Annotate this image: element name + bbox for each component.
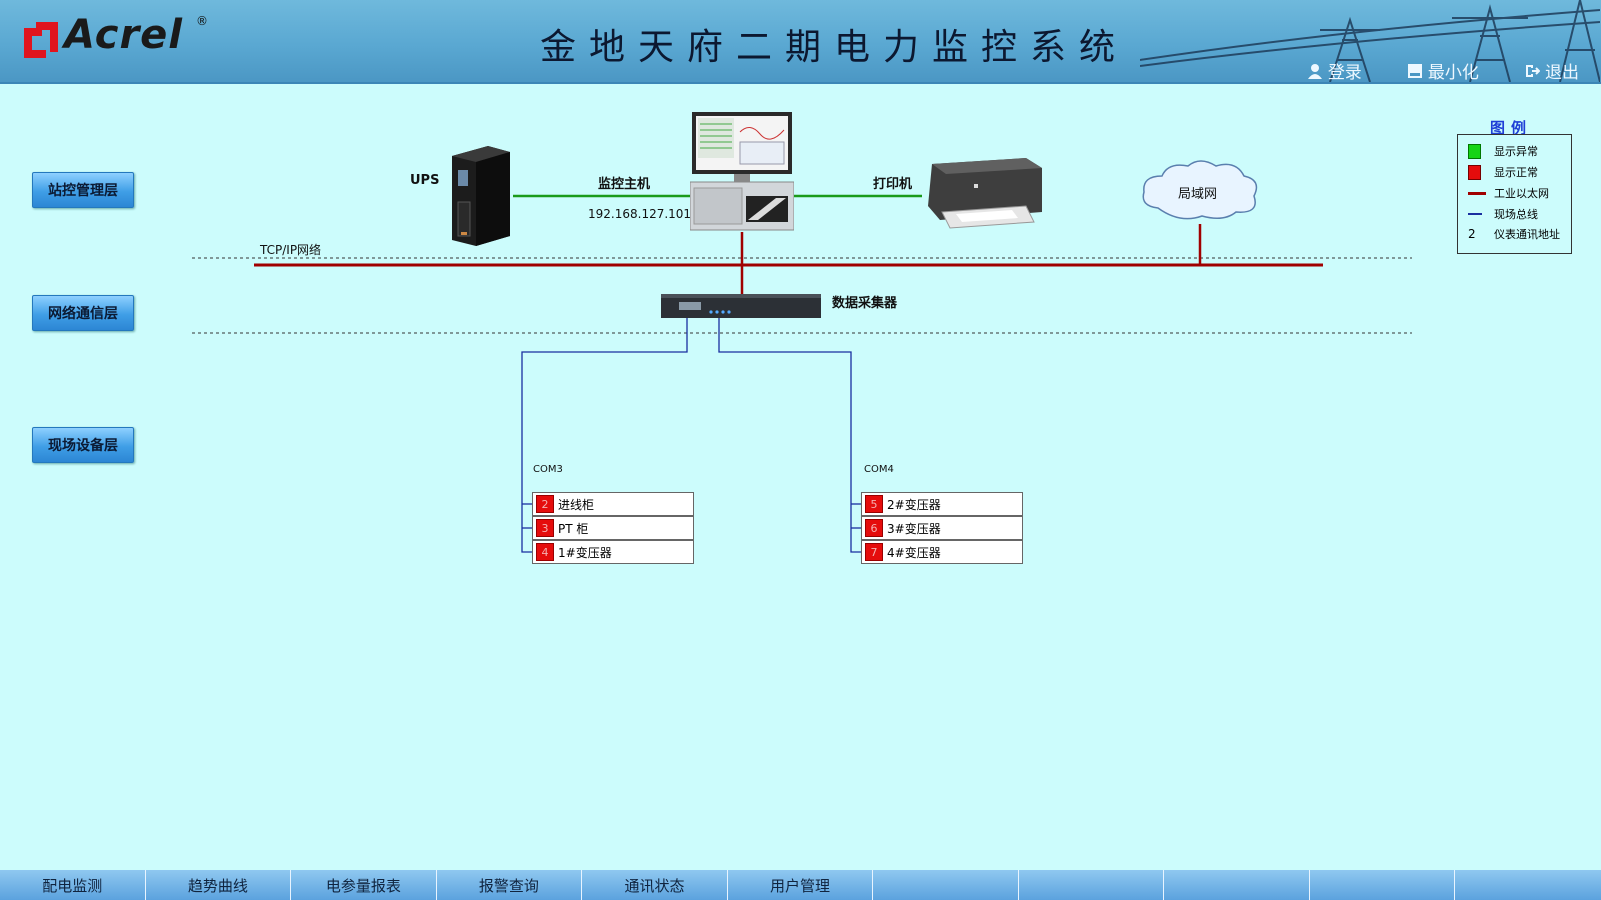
lan-cloud-icon[interactable]	[1136, 158, 1264, 224]
exit-icon	[1526, 64, 1540, 77]
layer-label: 现场设备层	[48, 438, 118, 454]
legend-label: 工业以太网	[1494, 187, 1549, 200]
printer-icon[interactable]	[922, 156, 1046, 232]
layer-network-comm-button[interactable]: 网络通信层	[32, 295, 134, 331]
device-row[interactable]: 7 4#变压器	[861, 540, 1023, 564]
com4-label: COM4	[864, 464, 894, 475]
tab-trend-curve[interactable]: 趋势曲线	[146, 870, 292, 900]
device-name: 2#变压器	[887, 497, 941, 512]
user-icon	[1307, 63, 1322, 79]
layer-label: 网络通信层	[48, 306, 118, 322]
bottom-nav: 配电监测 趋势曲线 电参量报表 报警查询 通讯状态 用户管理	[0, 870, 1601, 900]
exit-label: 退出	[1545, 63, 1579, 83]
device-name: PT 柜	[558, 521, 589, 536]
tab-empty[interactable]	[1019, 870, 1165, 900]
green-square-icon	[1468, 143, 1481, 159]
header-buttons: 登录 最小化 退出	[1267, 58, 1579, 83]
tab-empty[interactable]	[1164, 870, 1310, 900]
legend-label: 显示正常	[1494, 166, 1538, 179]
legend-label: 仪表通讯地址	[1494, 228, 1560, 241]
printer-label: 打印机	[873, 177, 913, 192]
device-row[interactable]: 2 进线柜	[532, 492, 694, 516]
tab-empty[interactable]	[873, 870, 1019, 900]
host-label: 监控主机	[598, 177, 651, 192]
com3-label: COM3	[533, 464, 563, 475]
minimize-icon	[1407, 63, 1422, 78]
host-ip: 192.168.127.101	[588, 207, 692, 221]
red-square-icon	[1468, 164, 1481, 180]
ups-label: UPS	[410, 173, 440, 188]
minimize-button[interactable]: 最小化	[1407, 58, 1479, 83]
legend-item: 2 仪表通讯地址	[1468, 226, 1560, 242]
layer-field-device-button[interactable]: 现场设备层	[32, 427, 134, 463]
login-button[interactable]: 登录	[1307, 58, 1362, 83]
blue-line-icon	[1468, 213, 1482, 215]
legend: 显示异常 显示正常 工业以太网 现场总线 2 仪表通讯地址	[1457, 134, 1572, 254]
device-row[interactable]: 6 3#变压器	[861, 516, 1023, 540]
lan-label: 局域网	[1178, 187, 1218, 202]
red-line-icon	[1468, 191, 1486, 195]
monitor-host-icon[interactable]	[690, 112, 794, 232]
legend-item: 显示正常	[1468, 164, 1538, 180]
tab-distribution-monitor[interactable]: 配电监测	[0, 870, 146, 900]
collector-label: 数据采集器	[832, 296, 898, 311]
app-title: 金地天府二期电力监控系统	[540, 27, 1129, 68]
device-address-badge: 4	[536, 543, 554, 561]
exit-button[interactable]: 退出	[1524, 58, 1579, 83]
tcpip-label: TCP/IP网络	[260, 243, 322, 257]
legend-label: 显示异常	[1494, 145, 1538, 158]
device-address-badge: 3	[536, 519, 554, 537]
device-row[interactable]: 3 PT 柜	[532, 516, 694, 540]
data-collector-icon[interactable]	[661, 294, 821, 320]
minimize-label: 最小化	[1427, 63, 1479, 83]
registered-mark: ®	[196, 14, 208, 28]
legend-title: 图例	[1490, 119, 1533, 137]
com3-bus	[521, 318, 688, 553]
layer-station-control-button[interactable]: 站控管理层	[32, 172, 134, 208]
layer-label: 站控管理层	[48, 183, 118, 199]
device-name: 4#变压器	[887, 545, 941, 560]
acrel-logo-icon	[24, 22, 58, 58]
tab-user-management[interactable]: 用户管理	[728, 870, 874, 900]
tab-empty[interactable]	[1455, 870, 1601, 900]
legend-item: 显示异常	[1468, 143, 1538, 159]
device-row[interactable]: 5 2#变压器	[861, 492, 1023, 516]
device-address-badge: 2	[536, 495, 554, 513]
address-symbol: 2	[1468, 227, 1476, 241]
device-address-badge: 5	[865, 495, 883, 513]
logo-text: Acrel	[64, 12, 184, 58]
device-address-badge: 6	[865, 519, 883, 537]
power-tower-decoration	[1140, 0, 1600, 82]
legend-label: 现场总线	[1494, 208, 1538, 221]
device-row[interactable]: 4 1#变压器	[532, 540, 694, 564]
login-label: 登录	[1327, 63, 1362, 83]
ups-icon[interactable]	[448, 142, 514, 246]
legend-item: 现场总线	[1468, 206, 1538, 222]
tab-comm-status[interactable]: 通讯状态	[582, 870, 728, 900]
legend-item: 工业以太网	[1468, 185, 1549, 201]
device-name: 3#变压器	[887, 521, 941, 536]
tab-empty[interactable]	[1310, 870, 1456, 900]
title-bar: Acrel ® 金地天府二期电力监控系统 登录 最小化	[0, 0, 1601, 84]
device-address-badge: 7	[865, 543, 883, 561]
tab-alarm-query[interactable]: 报警查询	[437, 870, 583, 900]
device-name: 进线柜	[558, 497, 595, 512]
device-name: 1#变压器	[558, 545, 612, 560]
tab-parameter-report[interactable]: 电参量报表	[291, 870, 437, 900]
com4-bus	[718, 318, 861, 553]
